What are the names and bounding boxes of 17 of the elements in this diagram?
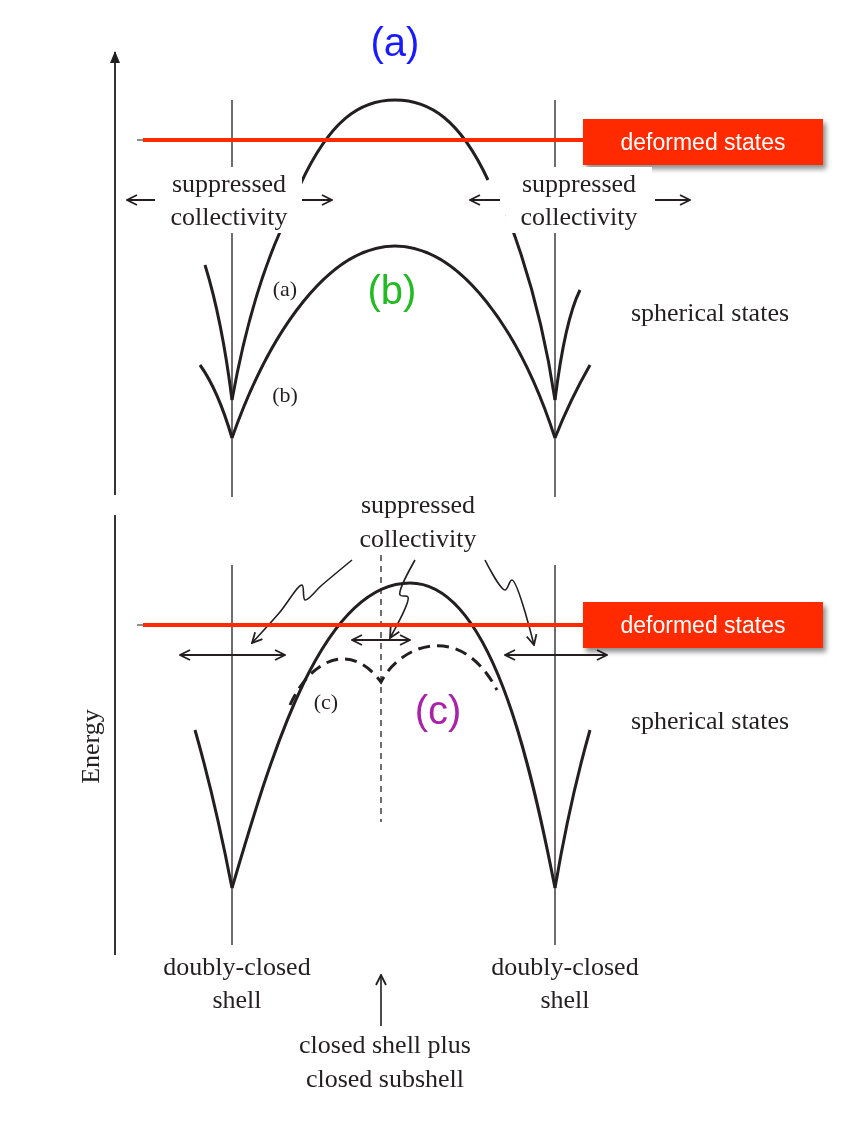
curve-label: (c) (312, 688, 340, 716)
axis-label: Energy (74, 708, 106, 786)
panel-label: (b) (366, 267, 418, 314)
leader-arrow (389, 559, 416, 639)
annotation-text: closed shell plus closed subshell (290, 1028, 480, 1098)
panel-label: (c) (413, 687, 463, 734)
label-box: deformed states (583, 119, 823, 165)
curve-label: (b) (271, 381, 299, 409)
level-line (143, 623, 583, 627)
leader-arrow (375, 974, 387, 1027)
label-box: deformed states (583, 602, 823, 648)
level-line (143, 138, 583, 142)
leader-arrow (251, 559, 353, 644)
leader-arrow (484, 559, 538, 646)
panel-label: (a) (369, 19, 421, 66)
curve-label: (a) (271, 275, 299, 303)
annotation-text: suppressed collectivity (323, 488, 513, 558)
